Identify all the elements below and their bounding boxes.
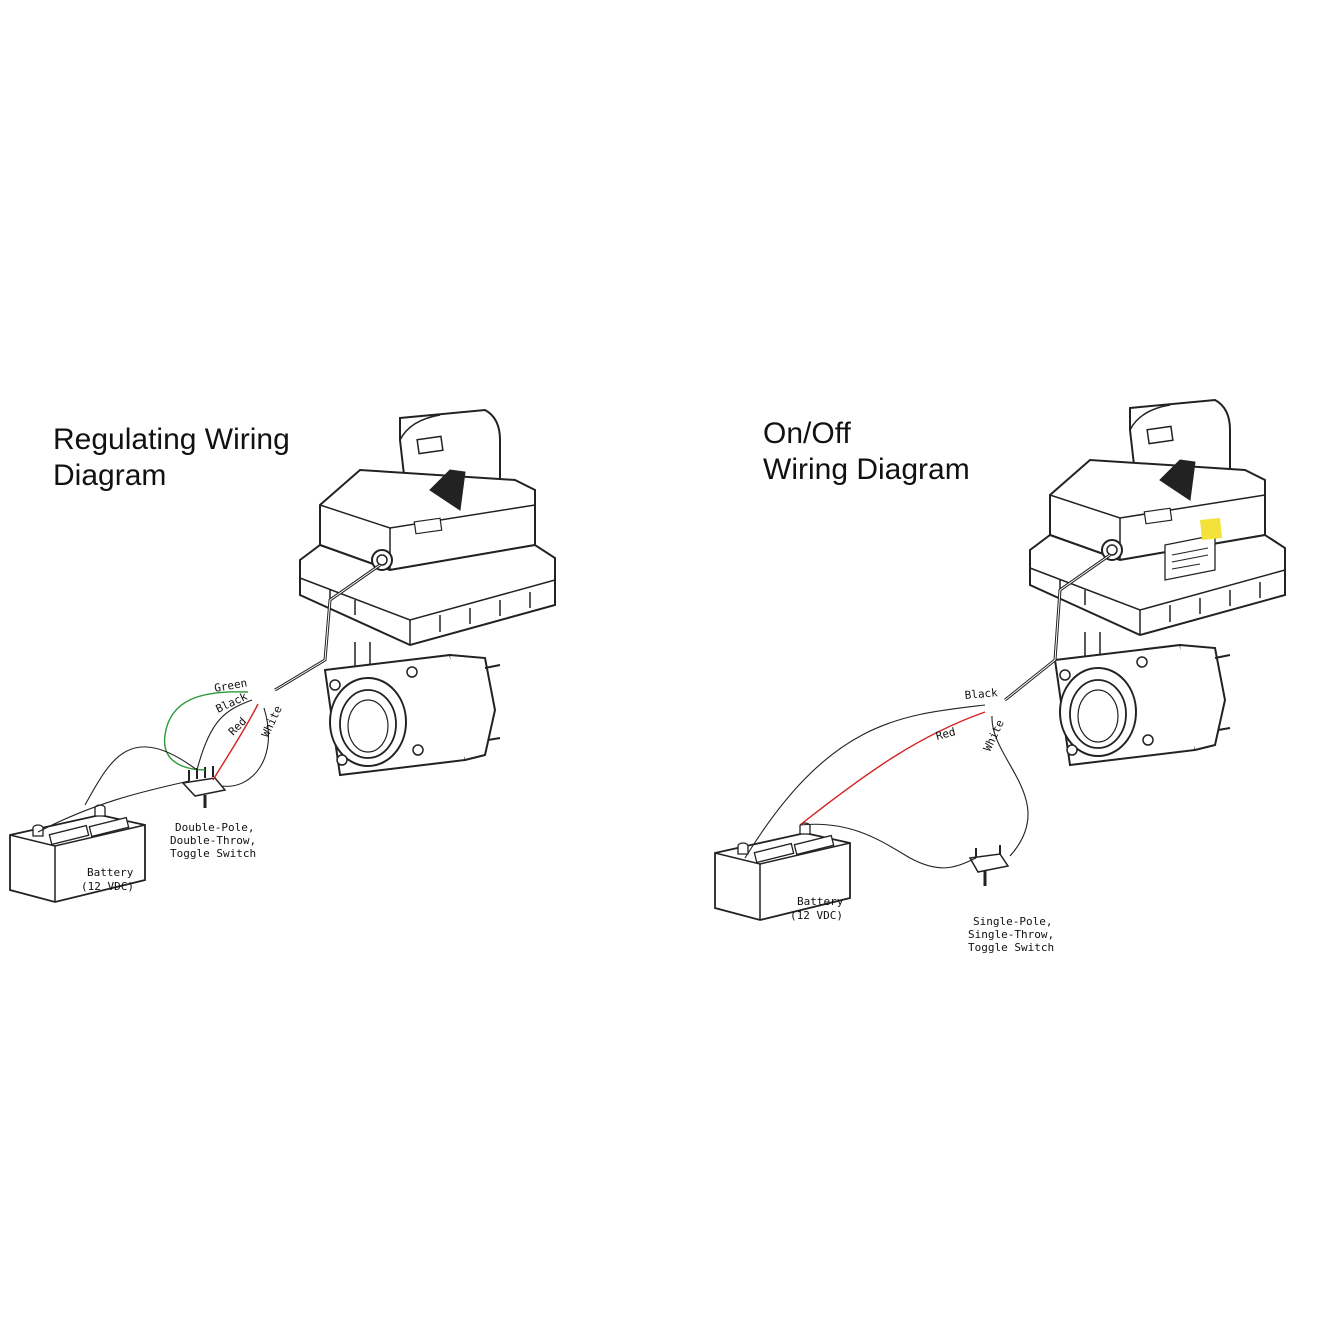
onoff-switch-label-2: Single-Throw, [968, 928, 1054, 941]
onoff-wire-red [799, 711, 986, 826]
onoff-label-white: White [981, 718, 1007, 754]
onoff-wire-white-a [991, 715, 1029, 857]
regulating-toggle-switch [181, 766, 227, 808]
onoff-battery-label-2: (12 VDC) [790, 909, 843, 922]
regulating-switch-label-2: Double-Throw, [170, 834, 256, 847]
regulating-battery-label-2: (12 VDC) [81, 880, 134, 893]
regulating-cable-inner [274, 564, 381, 691]
regulating-battery-label-1: Battery [87, 866, 134, 879]
regulating-wire-black [84, 699, 253, 806]
onoff-cable-inner [1004, 554, 1111, 701]
regulating-label-green: Green [213, 676, 248, 695]
regulating-switch-label-1: Double-Pole, [175, 821, 254, 834]
onoff-yellow-label [1164, 518, 1222, 581]
onoff-label-red: Red [934, 725, 957, 743]
onoff-wire-white-b [799, 823, 977, 869]
onoff-switch-label-1: Single-Pole, [973, 915, 1052, 928]
onoff-wire-black [744, 704, 986, 859]
onoff-battery-label-1: Battery [797, 895, 844, 908]
regulating-diagram-title: Regulating Wiring Diagram [53, 423, 290, 492]
onoff-label-black: Black [964, 686, 998, 702]
regulating-wire-red [212, 703, 259, 781]
onoff-toggle-switch [968, 845, 1010, 886]
regulating-wire-green [164, 691, 249, 771]
regulating-wire-white [37, 707, 269, 833]
onoff-switch-label-3: Toggle Switch [968, 941, 1054, 954]
onoff-diagram-title: On/Off Wiring Diagram [763, 417, 970, 486]
regulating-label-white: White [259, 704, 285, 740]
regulating-label-red: Red [226, 715, 249, 738]
regulating-switch-label-3: Toggle Switch [170, 847, 256, 860]
